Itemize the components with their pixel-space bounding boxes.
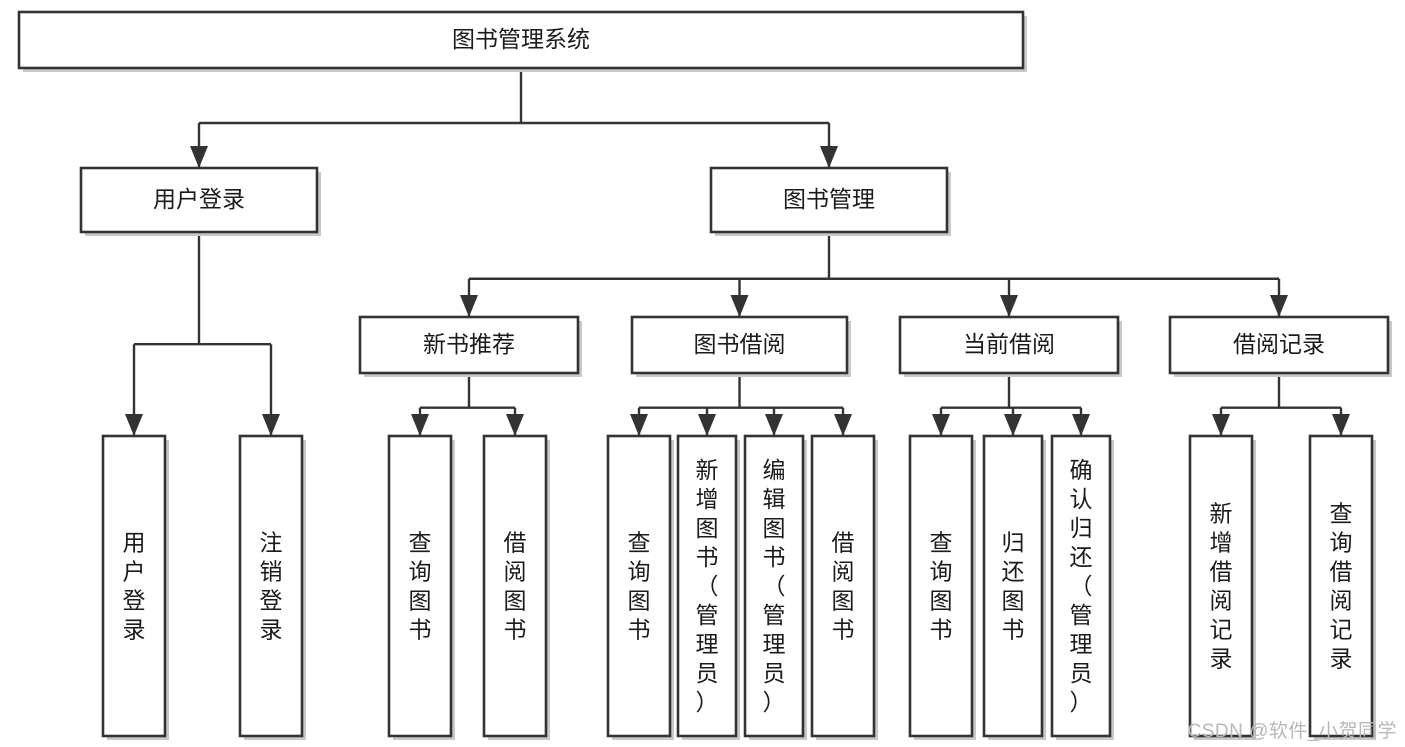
node-label: 归还图书 <box>1002 530 1025 643</box>
node-box <box>1168 315 1390 375</box>
node-label: 查询借阅记录 <box>1330 501 1353 672</box>
node-box <box>1308 434 1374 738</box>
arrow-head-icon <box>765 414 783 436</box>
arrow-head-icon <box>190 146 208 168</box>
node-leaf-logout[interactable]: 注销登录 <box>238 434 306 740</box>
node-leaf-query-record[interactable]: 查询借阅记录 <box>1308 434 1376 740</box>
node-current-borrow[interactable]: 当前借阅 <box>898 315 1122 377</box>
connector-group <box>125 232 280 436</box>
connector-group <box>460 232 1288 317</box>
node-label: 查询图书 <box>628 530 651 643</box>
arrow-head-icon <box>460 295 478 317</box>
watermark-text: CSDN @软件_小贺同学 <box>1187 721 1397 742</box>
node-label: 图书管理系统 <box>452 26 590 52</box>
arrow-head-icon <box>834 414 852 436</box>
arrow-head-icon <box>730 295 749 317</box>
node-box <box>1050 434 1112 738</box>
node-label: 借阅图书 <box>504 530 527 643</box>
node-label: 新增图书（管理员） <box>696 457 719 715</box>
node-box <box>482 434 548 738</box>
node-box <box>79 166 319 234</box>
arrow-head-icon <box>1332 414 1350 436</box>
arrow-head-icon <box>1000 295 1018 317</box>
arrow-head-icon <box>932 414 950 436</box>
node-new-book-rec[interactable]: 新书推荐 <box>358 315 582 377</box>
connector-group <box>190 68 838 168</box>
node-book-borrow[interactable]: 图书借阅 <box>630 315 851 377</box>
node-leaf-query-book-2[interactable]: 查询图书 <box>606 434 674 740</box>
node-root-system[interactable]: 图书管理系统 <box>17 10 1027 72</box>
node-box <box>606 434 672 738</box>
node-box <box>387 434 453 738</box>
node-box <box>982 434 1044 738</box>
node-label: 新书推荐 <box>423 331 515 357</box>
node-box <box>358 315 580 375</box>
arrow-head-icon <box>1212 414 1230 436</box>
node-box <box>17 10 1025 70</box>
node-leaf-query-book-3[interactable]: 查询图书 <box>908 434 976 740</box>
node-box <box>238 434 304 738</box>
node-leaf-query-book-1[interactable]: 查询图书 <box>387 434 455 740</box>
node-user-login[interactable]: 用户登录 <box>79 166 321 236</box>
arrow-head-icon <box>125 414 143 436</box>
node-box <box>101 434 167 738</box>
node-book-manage[interactable]: 图书管理 <box>709 166 951 236</box>
node-leaf-confirm-return[interactable]: 确认归还（管理员） <box>1050 434 1114 740</box>
node-box <box>709 166 949 234</box>
arrow-head-icon <box>1270 295 1288 317</box>
node-label: 注销登录 <box>260 530 283 643</box>
node-leaf-add-record[interactable]: 新增借阅记录 <box>1188 434 1256 740</box>
arrow-head-icon <box>1004 414 1022 436</box>
node-label: 借阅图书 <box>832 530 855 643</box>
node-leaf-return-book[interactable]: 归还图书 <box>982 434 1046 740</box>
node-box <box>1188 434 1254 738</box>
arrow-head-icon <box>630 414 648 436</box>
node-leaf-borrow-book-1[interactable]: 借阅图书 <box>482 434 550 740</box>
arrow-head-icon <box>262 414 280 436</box>
node-box <box>810 434 876 738</box>
connector-group <box>1212 373 1350 436</box>
node-label: 当前借阅 <box>963 331 1055 357</box>
node-leaf-edit-book[interactable]: 编辑图书（管理员） <box>743 434 807 740</box>
node-label: 查询图书 <box>930 530 953 643</box>
connector-group <box>411 373 524 436</box>
node-label: 用户登录 <box>123 530 146 643</box>
node-borrow-record[interactable]: 借阅记录 <box>1168 315 1392 377</box>
node-box <box>743 434 805 738</box>
node-label: 确认归还（管理员） <box>1070 457 1093 715</box>
node-box <box>908 434 974 738</box>
arrow-head-icon <box>820 146 838 168</box>
node-leaf-add-book[interactable]: 新增图书（管理员） <box>676 434 740 740</box>
node-label: 新增借阅记录 <box>1210 501 1233 672</box>
arrow-head-icon <box>1072 414 1090 436</box>
node-box <box>676 434 738 738</box>
node-box <box>630 315 849 375</box>
arrow-head-icon <box>698 414 716 436</box>
node-label: 编辑图书（管理员） <box>763 457 786 715</box>
node-label: 查询图书 <box>409 530 432 643</box>
node-leaf-borrow-book-2[interactable]: 借阅图书 <box>810 434 878 740</box>
node-label: 图书管理 <box>783 186 875 212</box>
arrow-head-icon <box>506 414 524 436</box>
node-label: 图书借阅 <box>694 331 786 357</box>
node-box <box>898 315 1120 375</box>
connector-group <box>932 373 1090 436</box>
arrow-head-icon <box>411 414 429 436</box>
connector-group <box>630 373 852 436</box>
node-label: 借阅记录 <box>1233 331 1325 357</box>
node-leaf-user-login[interactable]: 用户登录 <box>101 434 169 740</box>
node-label: 用户登录 <box>153 186 245 212</box>
